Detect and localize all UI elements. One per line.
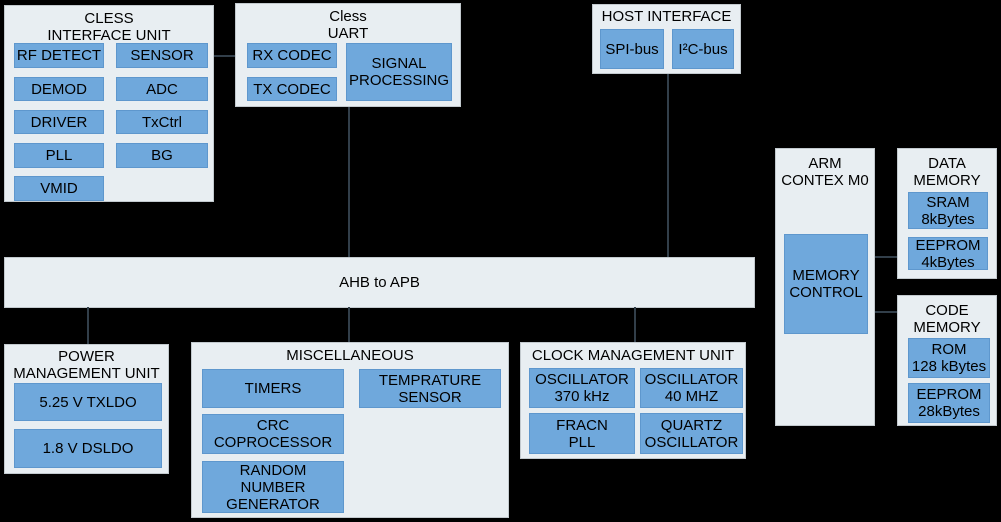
block-rom-128kbytes: ROM 128 kBytes — [908, 338, 990, 378]
block-crc-coprocessor: CRC COPROCESSOR — [202, 414, 344, 454]
block-driver: DRIVER — [14, 110, 104, 134]
block-random-number-generator: RANDOM NUMBER GENERATOR — [202, 461, 344, 513]
block-sensor: SENSOR — [116, 43, 208, 68]
block-dsldo: 1.8 V DSLDO — [14, 429, 162, 468]
miscellaneous-title: MISCELLANEOUS — [286, 347, 414, 364]
block-memory-control: MEMORY CONTROL — [784, 234, 868, 334]
power-management-unit: POWER MANAGEMENT UNIT 5.25 V TXLDO 1.8 V… — [4, 344, 169, 474]
clock-management-unit-title: CLOCK MANAGEMENT UNIT — [531, 347, 735, 364]
connector-uart-to-bus — [348, 107, 350, 257]
arm-contex-m0: ARM CONTEX M0 MEMORY CONTROL — [775, 148, 875, 426]
connector-arm-to-code-memory — [875, 311, 897, 313]
block-i2c-bus: I²C-bus — [672, 29, 734, 69]
block-oscillator-40mhz: OSCILLATOR 40 MHZ — [640, 368, 743, 408]
code-memory: CODE MEMORY ROM 128 kBytes EEPROM 28kByt… — [897, 295, 997, 426]
block-sram-8kbytes: SRAM 8kBytes — [908, 192, 988, 229]
block-rf-detect: RF DETECT — [14, 43, 104, 68]
block-demod: DEMOD — [14, 77, 104, 101]
block-tx-codec: TX CODEC — [247, 77, 337, 101]
power-management-unit-title: POWER MANAGEMENT UNIT — [13, 348, 160, 382]
miscellaneous: MISCELLANEOUS TIMERS TEMPRATURE SENSOR C… — [191, 342, 509, 518]
block-oscillator-370khz: OSCILLATOR 370 kHz — [529, 368, 635, 408]
block-temprature-sensor: TEMPRATURE SENSOR — [359, 369, 501, 408]
ahb-to-apb-label: AHB to APB — [339, 274, 420, 291]
connector-host-to-bus — [667, 74, 669, 257]
block-vmid: VMID — [14, 176, 104, 201]
cless-interface-unit: CLESS INTERFACE UNIT RF DETECT SENSOR DE… — [4, 5, 214, 202]
connector-arm-to-data-memory — [875, 256, 897, 258]
block-txctrl: TxCtrl — [116, 110, 208, 134]
block-signal-processing: SIGNAL PROCESSING — [346, 43, 452, 101]
connector-bus-to-cmu — [634, 307, 636, 342]
arm-contex-m0-title: ARM CONTEX M0 — [781, 155, 869, 189]
block-quartz-oscillator: QUARTZ OSCILLATOR — [640, 413, 743, 454]
block-fracn-pll: FRACN PLL — [529, 413, 635, 454]
block-eeprom-4kbytes: EEPROM 4kBytes — [908, 237, 988, 271]
connector-cless-to-uart — [214, 55, 235, 57]
block-adc: ADC — [116, 77, 208, 101]
cless-interface-unit-title: CLESS INTERFACE UNIT — [47, 10, 171, 44]
connector-bus-to-pmu — [87, 307, 89, 344]
clock-management-unit: CLOCK MANAGEMENT UNIT OSCILLATOR 370 kHz… — [520, 342, 746, 459]
data-memory-title: DATA MEMORY — [913, 155, 981, 189]
connector-bus-to-misc — [348, 307, 350, 342]
host-interface-title: HOST INTERFACE — [601, 8, 732, 25]
ahb-to-apb-bus: AHB to APB — [4, 257, 755, 308]
block-spi-bus: SPI-bus — [600, 29, 664, 69]
cless-uart-title: Cless UART — [327, 8, 369, 42]
block-bg: BG — [116, 143, 208, 168]
host-interface: HOST INTERFACE SPI-bus I²C-bus — [592, 4, 741, 74]
block-pll: PLL — [14, 143, 104, 168]
block-timers: TIMERS — [202, 369, 344, 408]
block-txldo: 5.25 V TXLDO — [14, 383, 162, 421]
code-memory-title: CODE MEMORY — [913, 302, 981, 336]
block-eeprom-28kbytes: EEPROM 28kBytes — [908, 383, 990, 423]
cless-uart: Cless UART RX CODEC TX CODEC SIGNAL PROC… — [235, 3, 461, 107]
block-rx-codec: RX CODEC — [247, 43, 337, 68]
data-memory: DATA MEMORY SRAM 8kBytes EEPROM 4kBytes — [897, 148, 997, 279]
